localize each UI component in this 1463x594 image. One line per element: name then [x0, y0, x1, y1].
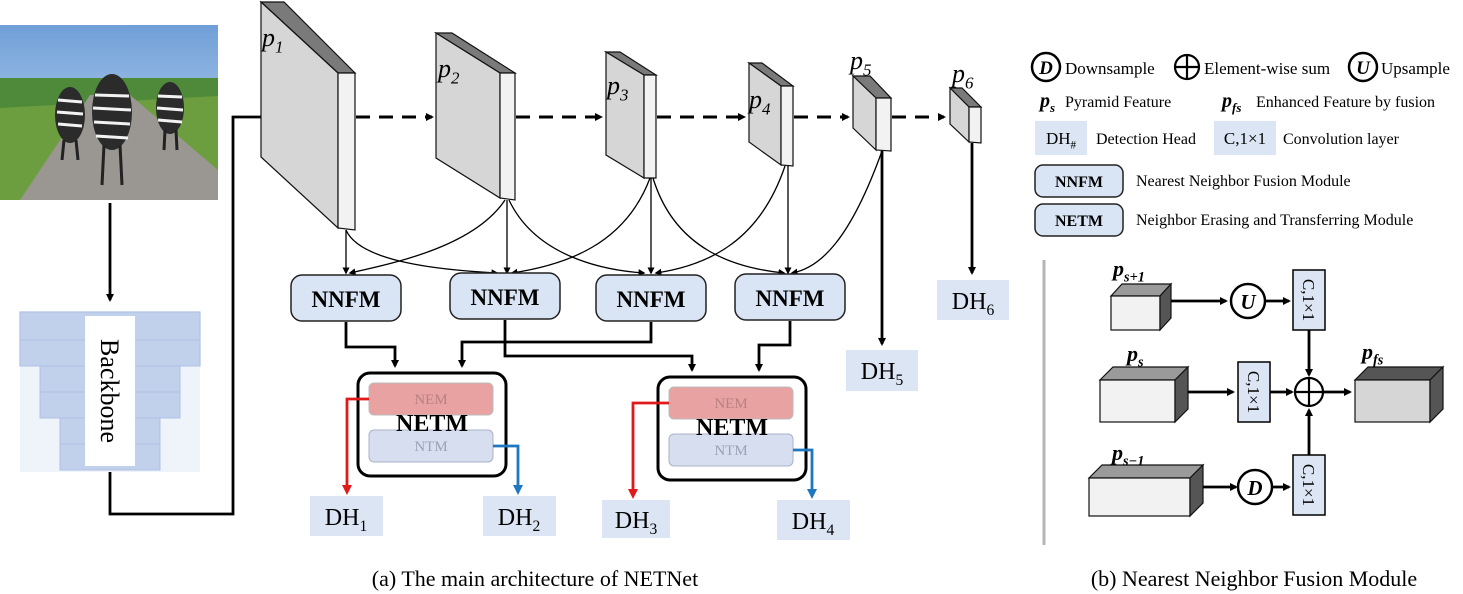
backbone-label: Backbone: [95, 339, 124, 443]
conv-bottom-label: C,1×1: [1299, 464, 1318, 506]
legend-netm-desc: Neighbor Erasing and Transferring Module: [1136, 212, 1413, 229]
downsample-symbol: [1030, 51, 1062, 83]
detection-head-2: DH2: [483, 496, 556, 536]
legend: D Downsample Element-wise sum U Upsample…: [1030, 51, 1450, 237]
feature-p4: [747, 61, 795, 167]
feature-p6: [948, 86, 983, 144]
label-p2: p2: [436, 54, 460, 88]
detection-head-4: DH4: [777, 500, 850, 540]
dh-6-label: DH6: [952, 289, 995, 319]
conv-box-middle: C,1×1: [1237, 361, 1271, 423]
legend-nnfm-symbol: NNFM: [1055, 174, 1103, 191]
ntm-2-label: NTM: [714, 443, 747, 459]
upsample-symbol-glyph: U: [1356, 58, 1371, 79]
legend-dh-box: [1035, 121, 1087, 155]
legend-conv-box: [1214, 121, 1276, 155]
feature-p5: [851, 74, 893, 152]
fusion-module-detail: ps+1 ps ps−1 U D C,1×1: [1087, 256, 1445, 518]
nnfm-2-label: NNFM: [471, 285, 540, 310]
dh-3-label: DH3: [615, 508, 658, 538]
upsample-symbol: [1347, 51, 1379, 83]
legend-ps-symbol: ps: [1038, 90, 1055, 115]
legend-pfs-symbol: pfs: [1220, 90, 1241, 115]
nem-2-label: NEM: [714, 396, 747, 412]
ps-plus1-box: [1109, 282, 1173, 332]
caption-b: (b) Nearest Neighbor Fusion Module: [1091, 566, 1417, 591]
backbone-to-p1-arrow: [108, 113, 287, 516]
detection-head-6: DH6: [937, 280, 1009, 320]
ps-plus1-label: ps+1: [1111, 256, 1145, 286]
conv-middle-label: C,1×1: [1244, 371, 1263, 413]
legend-netm-box: [1034, 203, 1124, 237]
downsample-node-glyph: D: [1246, 476, 1262, 500]
legend-ps-desc: Pyramid Feature: [1065, 94, 1171, 111]
legend-conv-symbol: C,1×1: [1224, 129, 1266, 148]
legend-netm-symbol: NETM: [1055, 213, 1103, 230]
ps-minus1-label: ps−1: [1110, 440, 1144, 470]
nnfm-1-label: NNFM: [312, 287, 381, 312]
dh-2-label: DH2: [498, 505, 540, 535]
nnfm-module-2: NNFM: [449, 272, 561, 320]
conv-box-top: C,1×1: [1292, 269, 1326, 331]
nnfm-module-4: NNFM: [734, 273, 846, 321]
legend-dh-symbol: DH#: [1046, 129, 1077, 151]
legend-downsample: Downsample: [1065, 59, 1155, 78]
nem-1-label: NEM: [414, 392, 447, 408]
feature-p3: [603, 50, 659, 180]
ntm-1-label: NTM: [414, 439, 447, 455]
nnfm-module-3: NNFM: [595, 274, 707, 322]
detection-head-1: DH1: [310, 496, 383, 536]
caption-a: (a) The main architecture of NETNet: [372, 566, 698, 591]
legend-conv-desc: Convolution layer: [1283, 131, 1400, 148]
feature-p1: [259, 0, 357, 231]
pyramid-to-nnfm-connections: [342, 150, 883, 277]
conv-top-label: C,1×1: [1299, 279, 1318, 321]
netm-1-label: NETM: [396, 411, 468, 437]
netm-module-2: NEM NTM NETM: [656, 375, 808, 482]
legend-upsample: Upsample: [1381, 59, 1450, 78]
label-p1: p1: [260, 23, 283, 57]
input-image: [0, 25, 218, 200]
pyramid-labels: p1 p2 p3 p4 p5 p6: [260, 23, 974, 119]
upsample-node-glyph: U: [1240, 290, 1257, 314]
conv-box-bottom: C,1×1: [1292, 454, 1326, 516]
dh-4-label: DH4: [792, 509, 835, 539]
nnfm-to-netm-wires: [344, 320, 792, 372]
label-p6: p6: [950, 59, 974, 93]
backbone-block: Backbone: [19, 311, 201, 472]
nnfm-module-1: NNFM: [290, 274, 402, 322]
dh-1-label: DH1: [325, 505, 367, 535]
legend-dh-desc: Detection Head: [1096, 131, 1196, 148]
downsample-symbol-glyph: D: [1038, 58, 1053, 79]
netm-output-arrows: [342, 397, 817, 499]
ps-minus1-box: [1087, 463, 1205, 518]
legend-pfs-desc: Enhanced Feature by fusion: [1256, 94, 1435, 111]
feature-p2: [433, 31, 518, 201]
label-p4: p4: [747, 85, 771, 119]
netm-2-label: NETM: [696, 415, 768, 441]
detection-head-5: DH5: [846, 350, 918, 391]
pfs-label: pfs: [1360, 339, 1384, 369]
pfs-box: [1353, 365, 1445, 424]
ps-label: ps: [1125, 341, 1144, 371]
detection-head-3: DH3: [602, 500, 670, 538]
netm-module-1: NEM NTM NETM: [356, 371, 508, 478]
nnfm-3-label: NNFM: [617, 287, 686, 312]
legend-nnfm-desc: Nearest Neighbor Fusion Module: [1136, 173, 1351, 190]
nnfm-4-label: NNFM: [756, 286, 825, 311]
ps-box: [1098, 365, 1190, 424]
label-p3: p3: [605, 71, 628, 105]
legend-element-sum: Element-wise sum: [1204, 59, 1330, 78]
dh-5-label: DH5: [861, 359, 904, 389]
legend-nnfm-box: [1034, 164, 1124, 198]
label-p5: p5: [848, 46, 871, 80]
